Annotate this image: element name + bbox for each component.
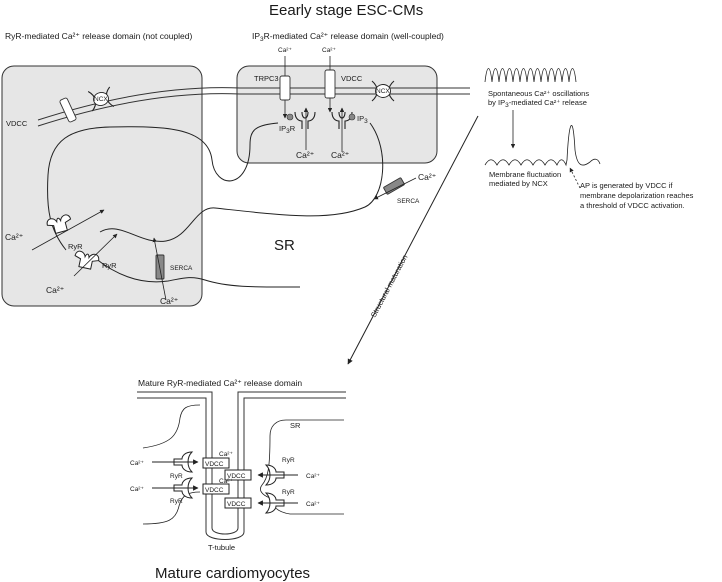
ip3-label: IP3 [357,114,368,125]
mature-membrane-outer [137,391,346,535]
mature-right-lower-ca: Ca²⁺ [306,501,320,508]
right-domain-header: IP3R-mediated Ca²⁺ release domain (well-… [252,31,444,43]
vdcc-right-channel [324,69,336,99]
t-tubule-label: T-tubule [208,543,235,552]
plasma-membrane-outer [37,87,470,121]
mature-vdcc-3 [202,483,230,495]
ip3r-label: IP3R [279,124,296,135]
ryr-lower-ca-label: Ca²⁺ [46,285,64,295]
ip3r-left-ca-label: Ca²⁺ [296,150,314,160]
mature-domain-header: Mature RyR-mediated Ca²⁺ release domain [138,378,302,388]
ap-note-line1: AP is generated by VDCC if [580,181,673,190]
trpc3-channel [279,75,291,101]
sr-membrane-upper [47,122,279,251]
serca-left-uptake-arrow [152,237,167,301]
serca-left-label: SERCA [170,265,193,272]
mature-vdcc-3-label: VDCC [205,487,224,494]
mature-right-upper-ca: Ca²⁺ [306,473,320,480]
mature-sr-left-upper [142,404,201,449]
mature-sr-label: SR [290,421,301,430]
mature-vdcc-1 [202,457,230,469]
mature-vdcc-ca-upper: Ca²⁺ [219,451,233,458]
vdcc-right-ca-label: Ca²⁺ [322,47,336,54]
oscillation-note-line2: by IP3-mediated Ca²⁺ release [488,98,587,109]
ryr-lower-release-arrow [73,233,118,277]
vdcc-left [59,97,77,123]
ap-note-line2: membrane depolarization reaches [580,191,694,200]
membrane-note-line1: Membrane fluctuation [489,170,561,179]
ap-dashed-arrow [569,167,581,189]
bottom-title: Mature cardiomyocytes [155,565,310,582]
sr-membrane-lower [99,122,384,242]
vdcc-right-label: VDCC [341,74,363,83]
serca-sr-right [383,177,405,195]
mature-left-lower-ca: Ca²⁺ [130,486,144,493]
membrane-fluctuation-trace [484,125,601,167]
trpc3-label: TRPC3 [254,74,279,83]
mature-membrane-inner [137,397,346,540]
ncx-right-label: NCX [376,88,390,95]
vdcc-left-label: VDCC [6,119,28,128]
mature-sr-left-lower [142,491,201,525]
mature-ryr-right-lower-label: RyR [282,489,295,496]
ip3r-right-ca-label: Ca²⁺ [331,150,349,160]
sr-label: SR [274,237,295,254]
serca-left-ca-label: Ca²⁺ [160,296,178,306]
mature-vdcc-ca-lower: Ca²⁺ [219,478,233,485]
mature-vdcc-1-label: VDCC [205,461,224,468]
mature-vdcc-4-label: VDCC [227,501,246,508]
serca-right-ca-label: Ca²⁺ [418,172,436,182]
ryr-upper-label: RyR [68,242,83,251]
ncx-left-label: NCX [94,96,108,103]
structural-maturation-arrow [347,115,479,365]
ryr-lower-label: RyR [102,261,117,270]
ryr-upper-ca-label: Ca²⁺ [5,232,23,242]
ip3-dot-left [286,113,294,121]
mature-ryr-right-upper-label: RyR [282,457,295,464]
ap-note-line3: a threshold of VDCC activation. [580,201,685,210]
mature-vdcc-2 [224,469,252,481]
membrane-note-line2: mediated by NCX [489,179,548,188]
mature-left-upper-ca: Ca²⁺ [130,460,144,467]
oscillation-note-line1: Spontaneous Ca²⁺ oscillations [488,89,589,98]
mature-vdcc-2-label: VDCC [227,473,246,480]
mature-ryr-left-lower-label: RyR [170,498,183,505]
ryr-upper-release-arrow [31,209,105,251]
sr-membrane-bottom [94,257,301,288]
structural-maturation-label: Structural maturation [369,253,410,319]
plasma-membrane-inner [37,93,470,127]
mature-vdcc-4 [224,497,252,509]
top-title: Eearly stage ESC-CMs [269,2,423,19]
serca-right-uptake-arrow [373,177,417,200]
mature-ryr-left-upper-label: RyR [170,473,183,480]
serca-right-label: SERCA [397,198,420,205]
left-domain-header: RyR-mediated Ca²⁺ release domain (not co… [5,31,192,41]
trpc3-ca-label: Ca²⁺ [278,47,292,54]
left-domain-box [1,65,203,307]
ip3-dot-right [348,113,356,121]
oscillation-trace [484,68,577,83]
